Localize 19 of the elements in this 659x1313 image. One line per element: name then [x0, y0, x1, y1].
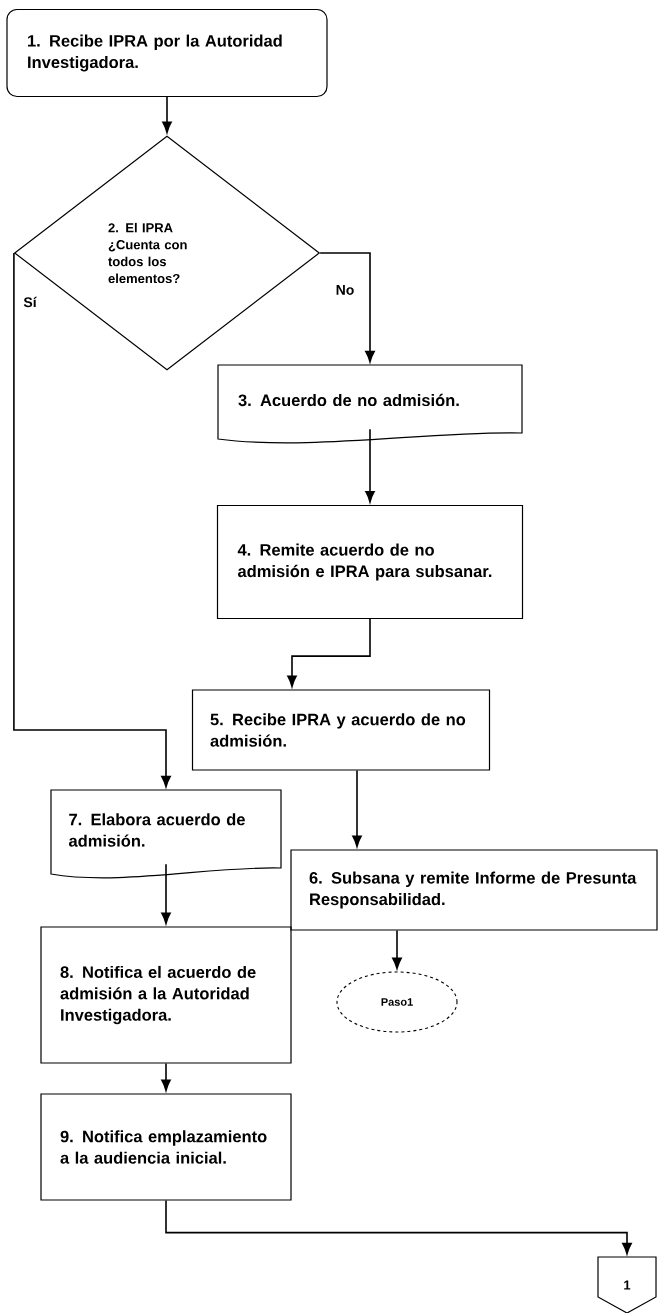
arrow [165, 1199, 632, 1255]
start-box: 1. Recibe IPRA por la Autoridad Investigadora. [6, 8, 328, 98]
arrow [352, 769, 362, 848]
arrow [162, 96, 172, 134]
process-box: 8. Notifica el acuerdo de admisión a la Autoridad Investigadora. [40, 926, 292, 1064]
arrow [392, 929, 402, 970]
off-page-connector: 1 [597, 1256, 657, 1313]
arrow [161, 1062, 171, 1092]
process-box: 9. Notifica emplazamiento a la audiencia inicial. [40, 1093, 292, 1201]
process-box: 4. Remite acuerdo de no admisión e IPRA para subsanar. [216, 504, 524, 620]
arrow [319, 252, 375, 363]
arrow [365, 428, 375, 503]
arrow [13, 252, 171, 788]
edge-label: Sí [22, 295, 38, 309]
arrow [161, 863, 171, 925]
process-box: 6. Subsana y remite Informe de Presunta Responsabilidad. [290, 849, 658, 931]
process-box: 5. Recibe IPRA y acuerdo de no admisión. [191, 689, 491, 771]
edge-label: No [334, 284, 356, 296]
arrow [287, 618, 371, 688]
